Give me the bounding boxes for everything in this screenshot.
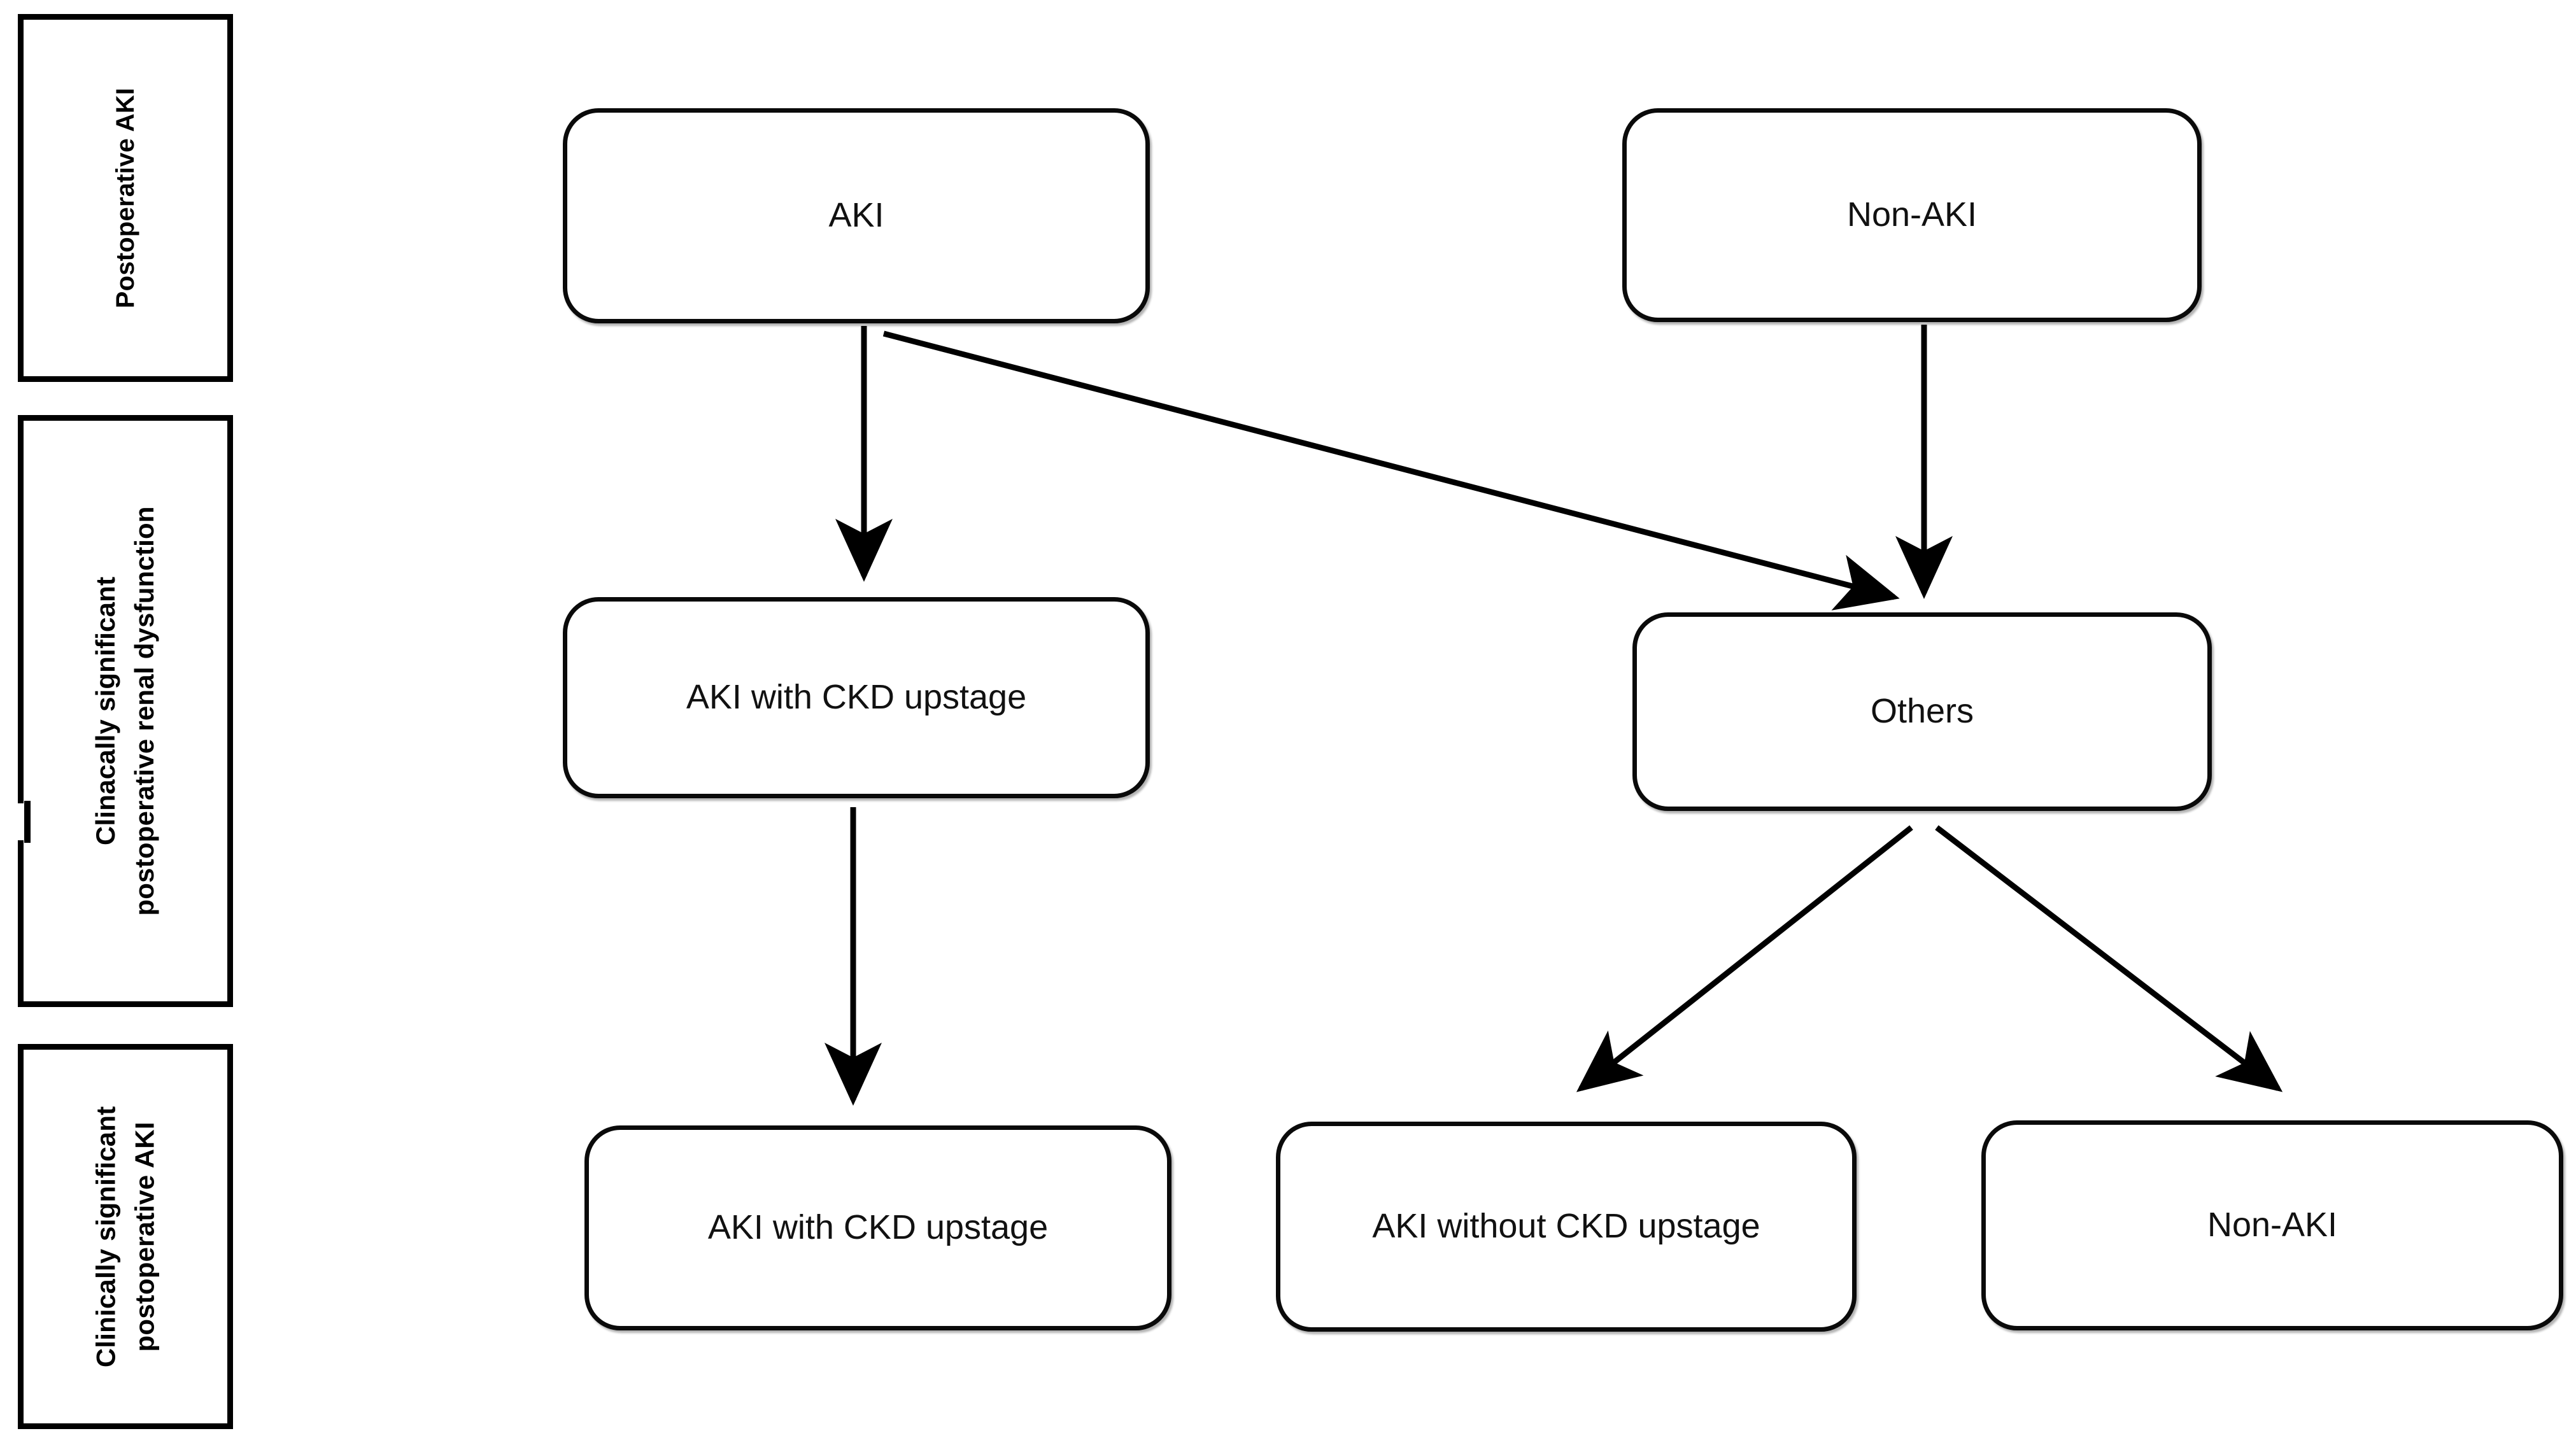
node-aki-with-ckd-upstage-bottom[interactable]: AKI with CKD upstage	[584, 1125, 1171, 1330]
category-label-clinically-significant-postoperative-aki: Clinically significant postoperative AKI	[87, 1106, 164, 1367]
border-notch-mark	[24, 801, 31, 843]
node-aki-without-ckd-upstage[interactable]: AKI without CKD upstage	[1276, 1122, 1857, 1332]
node-aki[interactable]: AKI	[563, 108, 1150, 323]
category-label-line: postoperative AKI	[129, 1121, 159, 1352]
category-label-line: Postoperative AKI	[111, 87, 140, 309]
category-label-postoperative-aki: Postoperative AKI	[107, 88, 144, 308]
category-label-line: Clinically significant	[90, 1106, 121, 1367]
node-others[interactable]: Others	[1632, 612, 2212, 811]
node-label: Non-AKI	[2207, 1206, 2338, 1244]
node-label: AKI without CKD upstage	[1372, 1207, 1760, 1246]
node-label: Non-AKI	[1846, 195, 1978, 234]
node-label: AKI with CKD upstage	[707, 1208, 1049, 1247]
category-label-clinically-significant-renal-dysfunction: Clinacally significant postoperative ren…	[87, 506, 164, 915]
category-label-line: Clinacally significant	[90, 576, 121, 846]
arrow-others-to-non-aki-bottom	[1935, 825, 2283, 1092]
node-non-aki-bottom[interactable]: Non-AKI	[1981, 1120, 2563, 1330]
category-box-postoperative-aki: Postoperative AKI	[18, 14, 233, 382]
node-label: AKI with CKD upstage	[686, 678, 1027, 717]
node-label: AKI	[828, 196, 884, 235]
node-non-aki[interactable]: Non-AKI	[1622, 108, 2202, 322]
border-notch-gap	[17, 803, 24, 840]
arrow-aki-to-others	[882, 330, 1900, 610]
node-label: Others	[1870, 692, 1974, 731]
node-aki-with-ckd-upstage-middle[interactable]: AKI with CKD upstage	[563, 597, 1150, 798]
category-label-line: postoperative renal dysfunction	[129, 506, 160, 916]
arrow-others-to-aki-no-ckd	[1576, 825, 1913, 1092]
category-box-clinically-significant-renal-dysfunction: Clinacally significant postoperative ren…	[18, 415, 233, 1007]
category-box-clinically-significant-postoperative-aki: Clinically significant postoperative AKI	[18, 1044, 233, 1429]
